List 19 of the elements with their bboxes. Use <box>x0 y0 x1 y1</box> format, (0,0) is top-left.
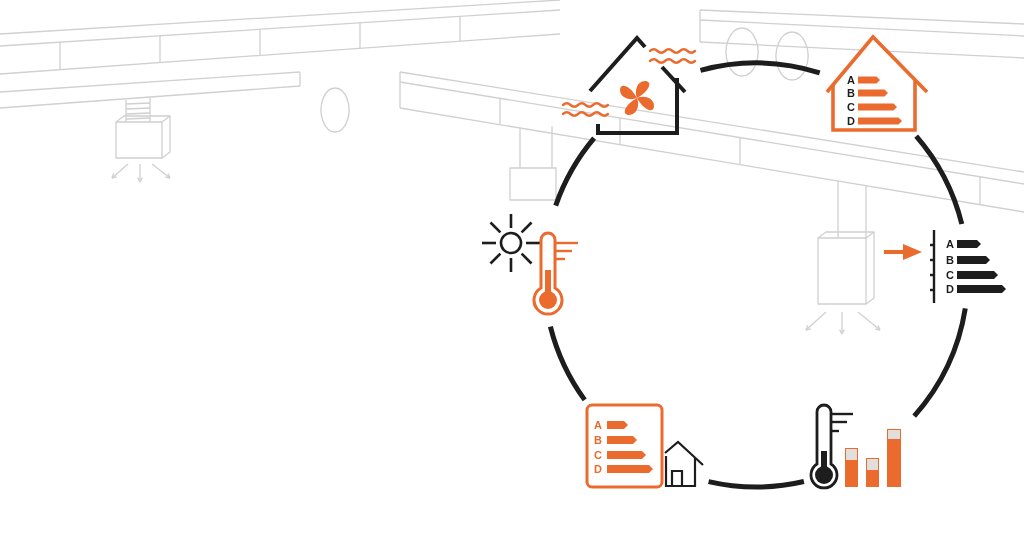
ring-arc-connector <box>914 134 965 225</box>
ring-arc-connector <box>548 325 587 402</box>
rating-class-letter: B <box>847 87 855 99</box>
ring-arc-connector <box>708 479 805 490</box>
rating-class-letter: D <box>594 463 602 475</box>
rating-class-letter: D <box>847 115 855 127</box>
ring-arc-connector <box>912 307 968 418</box>
rating-class-letter: B <box>946 254 954 266</box>
rating-class-letter: C <box>594 449 602 461</box>
rating-class-letter: C <box>946 269 954 281</box>
rating-class-letter: B <box>594 434 602 446</box>
energy-label-card <box>583 402 706 490</box>
ring-arc-connector <box>700 60 821 76</box>
rating-class-letter: A <box>594 419 602 431</box>
rating-class-letter: A <box>946 238 954 250</box>
ring-arc-connector <box>553 136 597 207</box>
rating-class-letter: A <box>847 74 855 86</box>
rating-class-letter: D <box>946 283 954 295</box>
rating-class-letter: C <box>847 101 855 113</box>
